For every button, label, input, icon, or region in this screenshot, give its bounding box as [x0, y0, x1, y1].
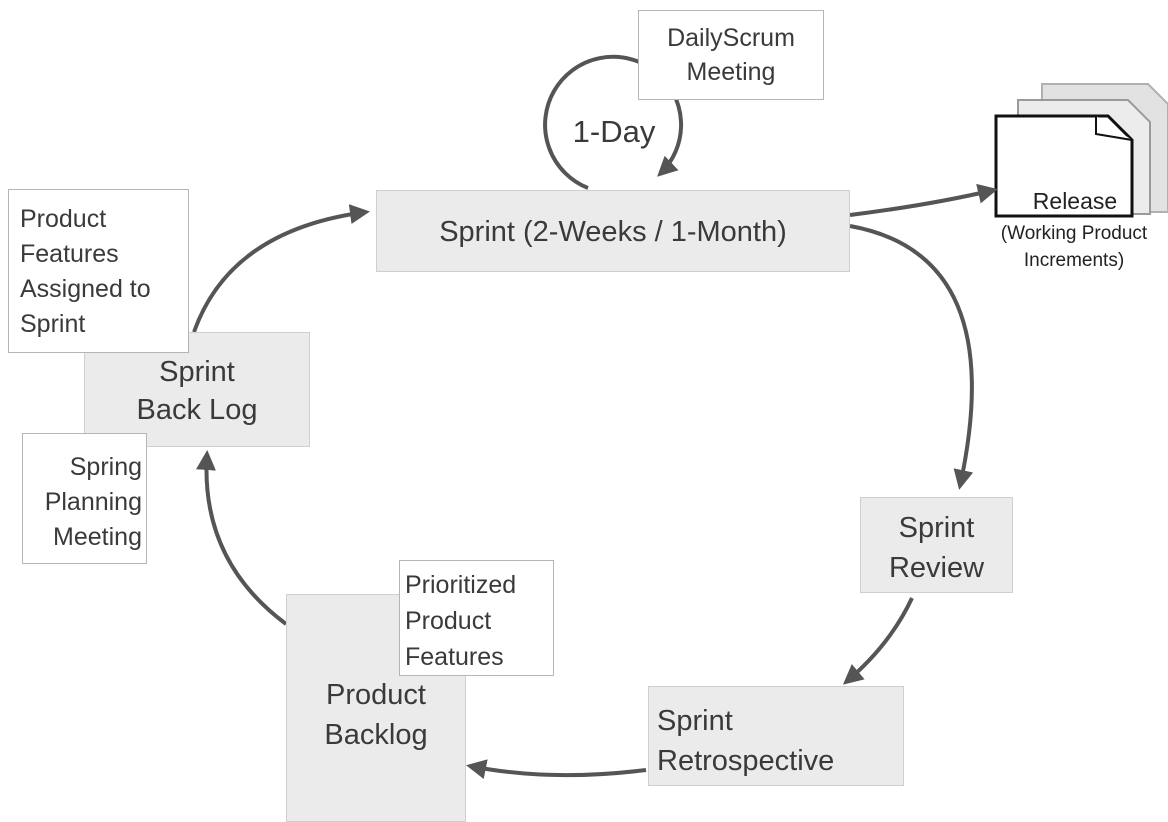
features-assigned-note: Product Features Assigned to Sprint [8, 189, 189, 353]
sprint-backlog-box: Sprint Back Log [84, 332, 310, 447]
release-caption-line: (Working Product [1000, 223, 1148, 244]
release-caption-line: Increments) [1023, 250, 1125, 271]
arrow-retrospective-to-product-backlog [466, 759, 647, 779]
one-day-label: 1-Day [572, 114, 656, 149]
sprint-retrospective-box: Sprint Retrospective [648, 686, 904, 786]
prioritized-features-line: Features [405, 643, 504, 671]
sprint-backlog-line: Sprint [159, 356, 235, 388]
features-assigned-line: Product [20, 205, 107, 233]
arrow-sprint-to-review [849, 224, 974, 490]
product-backlog-line: Backlog [324, 719, 428, 751]
sprint-backlog-line: Back Log [136, 394, 258, 426]
planning-meeting-note: Spring Planning Meeting [22, 433, 147, 564]
sprint-review-line: Review [888, 552, 985, 584]
daily-scrum-line: Meeting [686, 58, 776, 86]
sprint-label: Sprint (2-Weeks / 1-Month) [439, 216, 787, 248]
daily-cycle-arrow [543, 54, 684, 190]
sprint-retrospective-line: Retrospective [657, 745, 835, 777]
features-assigned-line: Assigned to [20, 275, 151, 303]
arrow-product-backlog-to-sprint-backlog [195, 450, 288, 626]
sprint-review-line: Sprint [898, 512, 975, 544]
sprint-retrospective-line: Sprint [657, 705, 733, 737]
arrow-sprint-to-release [849, 183, 998, 217]
prioritized-features-line: Product [405, 607, 492, 635]
arrow-sprint-backlog-to-sprint [192, 204, 370, 333]
prioritized-features-line: Prioritized [405, 571, 517, 599]
prioritized-features-note: Prioritized Product Features [399, 560, 554, 676]
daily-scrum-line: DailyScrum [667, 24, 795, 52]
release-label: Release [1032, 188, 1118, 214]
planning-meeting-line: Planning [44, 488, 142, 516]
daily-scrum-note: DailyScrum Meeting [638, 10, 824, 100]
sprint-box: Sprint (2-Weeks / 1-Month) [376, 190, 850, 272]
features-assigned-line: Features [20, 240, 119, 268]
planning-meeting-line: Spring [69, 453, 142, 481]
product-backlog-line: Product [326, 679, 426, 711]
sprint-review-box: Sprint Review [860, 497, 1013, 593]
planning-meeting-line: Meeting [53, 523, 142, 551]
release-caption: (Working Product Increments) [978, 220, 1168, 274]
arrow-review-to-retrospective [842, 597, 914, 685]
features-assigned-line: Sprint [20, 310, 86, 338]
release-document-stack-icon [994, 83, 1168, 218]
